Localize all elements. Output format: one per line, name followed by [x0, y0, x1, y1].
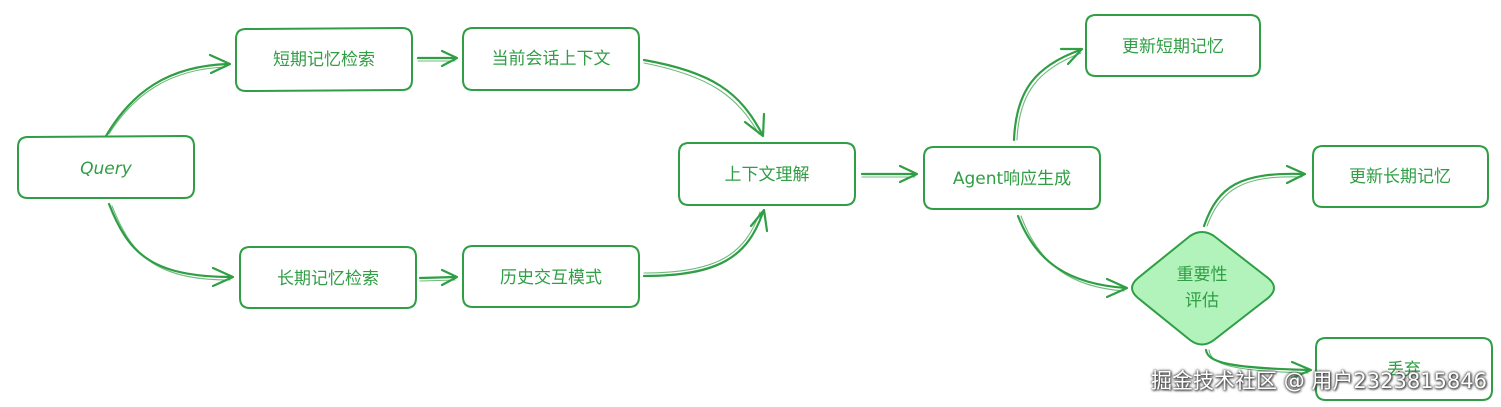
edge-query-to-long-term [107, 202, 235, 288]
edge-understanding-to-agent [860, 164, 919, 184]
node-update-long-term[interactable]: 更新长期记忆 [1312, 145, 1489, 208]
node-importance-eval-line1: 重要性 [1177, 265, 1228, 285]
node-long-term-retrieval-label: 长期记忆检索 [277, 269, 379, 289]
node-context-understanding-label: 上下文理解 [725, 165, 810, 185]
node-current-context-label: 当前会话上下文 [492, 49, 611, 69]
node-agent-generation-label: Agent响应生成 [953, 169, 1071, 189]
node-long-term-retrieval[interactable]: 长期记忆检索 [239, 246, 417, 309]
node-context-understanding[interactable]: 上下文理解 [678, 142, 856, 206]
node-update-short-term-label: 更新短期记忆 [1122, 37, 1224, 57]
node-importance-eval-line2: 评估 [1185, 291, 1219, 311]
node-short-term-retrieval[interactable]: 短期记忆检索 [235, 26, 413, 93]
edge-long-term-to-history [418, 268, 459, 287]
node-update-short-term[interactable]: 更新短期记忆 [1085, 14, 1261, 77]
node-history-patterns-label: 历史交互模式 [500, 268, 602, 288]
node-history-patterns[interactable]: 历史交互模式 [462, 245, 640, 308]
nodes: Query 短期记忆检索 当前会话上下文 长期记忆检索 历史交互模式 上下文理解… [17, 14, 1493, 401]
node-importance-eval[interactable]: 重要性 评估 [1131, 231, 1275, 346]
node-query-label: Query [80, 159, 133, 179]
edge-agent-to-importance [1016, 214, 1129, 299]
edge-context-to-understanding [642, 58, 766, 138]
edges [104, 47, 1313, 380]
node-agent-generation[interactable]: Agent响应生成 [923, 146, 1101, 210]
node-update-long-term-label: 更新长期记忆 [1349, 167, 1451, 187]
node-discard[interactable]: 丢弃 [1315, 337, 1493, 401]
edge-short-term-to-context [416, 49, 459, 68]
edge-importance-to-discard [1204, 348, 1313, 380]
node-query[interactable]: Query [17, 134, 195, 199]
edge-importance-to-update-long [1202, 164, 1307, 228]
node-discard-label: 丢弃 [1387, 360, 1421, 380]
node-current-context[interactable]: 当前会话上下文 [462, 27, 640, 91]
node-short-term-retrieval-label: 短期记忆检索 [273, 50, 375, 70]
watermark-text: 掘金技术社区 @ 用户2323815846 [1151, 369, 1487, 393]
edge-history-to-understanding [642, 208, 769, 278]
edge-agent-to-update-short [1012, 47, 1084, 142]
edge-query-to-short-term [104, 53, 232, 138]
